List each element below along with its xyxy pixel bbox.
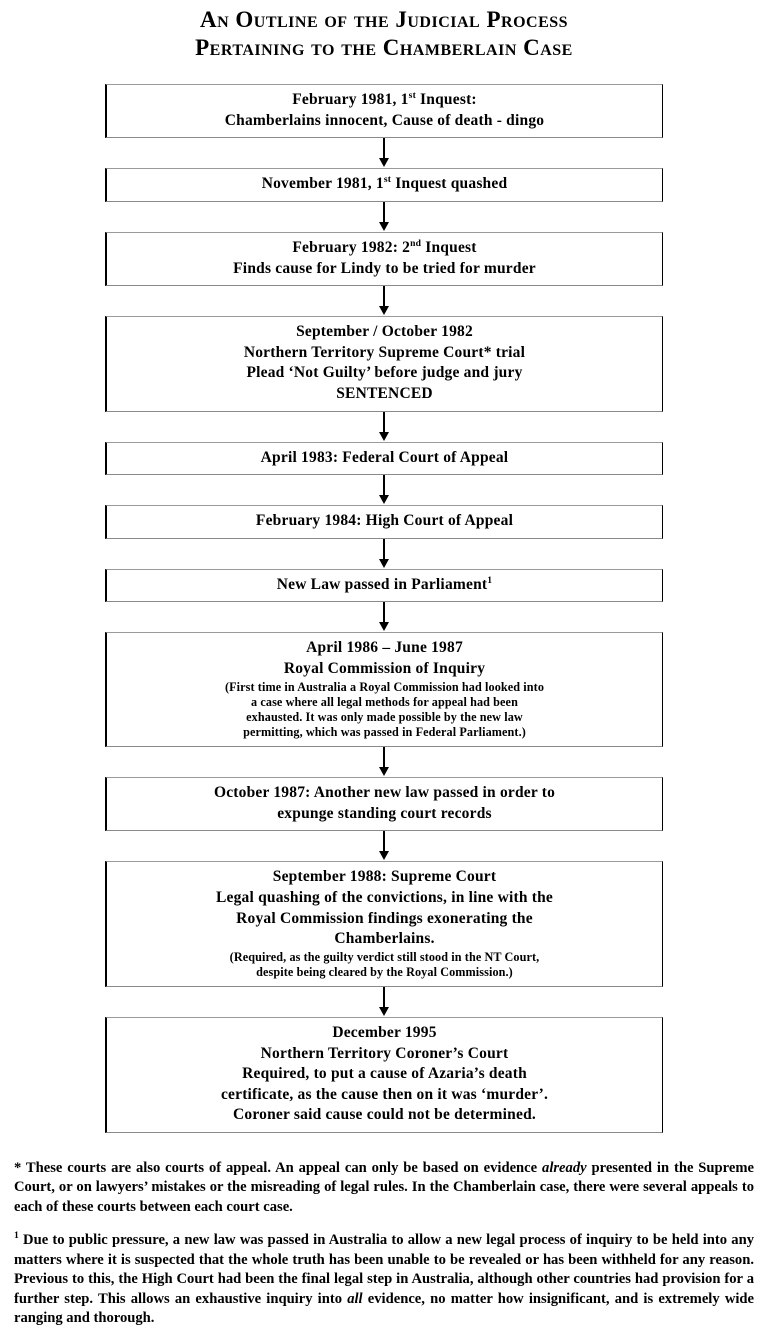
arrow-head [379,767,389,777]
flow-node-line: October 1987: Another new law passed in … [213,784,556,802]
flow-node-line: SENTENCED [336,384,433,402]
arrow-head [379,158,389,168]
flow-node-line: April 1983: Federal Court of Appeal [260,448,509,466]
flow-node-line: Chamberlains. [334,930,435,948]
flow-node-note-line: (Required, as the guilty verdict still s… [229,949,540,964]
footnote-asterisk-text-1: These courts are also courts of appeal. … [21,1160,543,1177]
footnote-asterisk-italic: already [542,1160,587,1177]
flow-node-line: September / October 1982 [296,323,473,341]
arrow-head [379,221,389,231]
flow-node-line: New Law passed in Parliament1 [276,574,493,593]
flow-arrow-down-icon [105,747,663,777]
flow-node-note-line: exhausted. It was only made possible by … [246,709,523,724]
flow-node-note-line: (First time in Australia a Royal Commiss… [224,679,545,694]
flow-arrow-down-icon [105,831,663,861]
flow-node-line: Royal Commission findings exonerating th… [236,909,533,927]
arrow-head [379,558,389,568]
flow-node-line: November 1981, 1st Inquest quashed [261,174,508,193]
footnote-one: 1 Due to public pressure, a new law was … [14,1231,754,1328]
flow-node-inquest-1: February 1981, 1st Inquest: Chamberlains … [105,84,663,139]
flow-node-line: Finds cause for Lindy to be tried for mu… [233,259,536,277]
arrow-shaft [383,602,385,625]
arrow-shaft [383,138,385,161]
page-title-line-2: Pertaining to the Chamberlain Case [195,35,573,61]
flow-arrow-down-icon [105,538,663,569]
flow-node-line: Required, to put a cause of Azaria’s dea… [242,1065,527,1083]
arrow-head [379,851,389,861]
flow-node-line: Northern Territory Supreme Court* trial [243,343,526,361]
flow-node-expunge-law: October 1987: Another new law passed in … [105,777,663,832]
flow-node-line: expunge standing court records [277,804,492,822]
arrow-head [379,495,389,505]
flow-node-line: Northern Territory Coroner’s Court [260,1044,509,1062]
flow-arrow-down-icon [105,286,663,316]
flow-node-new-law-parliament: New Law passed in Parliament1 [105,568,663,603]
flow-node-note-line: permitting, which was passed in Federal … [243,725,526,739]
flow-arrow-down-icon [105,411,663,442]
arrow-shaft [383,831,385,854]
flow-node-note-line: despite being cleared by the Royal Commi… [256,964,513,979]
footnotes: * These courts are also courts of appeal… [14,1159,754,1328]
flow-node-line: Coroner said cause could not be determin… [233,1106,536,1124]
flow-node-line: February 1981, 1st Inquest: [292,89,477,109]
arrow-head [379,622,389,632]
arrow-shaft [383,538,385,561]
flow-node-line: Royal Commission of Inquiry [283,660,486,678]
flow-node-line: certificate, as the cause then on it was… [220,1085,549,1103]
flow-arrow-down-icon [105,138,663,168]
page-title: An Outline of the Judicial Process Perta… [0,0,768,62]
arrow-head [379,1007,389,1017]
arrow-head [379,306,389,316]
flow-arrow-down-icon [105,475,663,505]
arrow-shaft [383,747,385,770]
flow-node-inquest-1-quashed: November 1981, 1st Inquest quashed [105,168,663,202]
arrow-shaft [383,286,385,309]
footnote-asterisk-marker: * [14,1160,22,1177]
footnote-asterisk: * These courts are also courts of appeal… [14,1159,754,1217]
judicial-process-flowchart: February 1981, 1st Inquest: Chamberlains … [105,84,663,1134]
flow-node-line: February 1984: High Court of Appeal [255,512,514,530]
flow-node-line: February 1982: 2nd Inquest [292,237,477,256]
flow-node-line: September 1988: Supreme Court [272,868,497,886]
flow-node-line: Chamberlains innocent, Cause of death - … [224,111,545,129]
flow-node-note-line: a case where all legal methods for appea… [251,694,518,709]
flow-arrow-down-icon [105,602,663,632]
arrow-shaft [383,201,385,224]
flow-node-line: Legal quashing of the convictions, in li… [215,888,554,906]
flow-node-high-court-appeal: February 1984: High Court of Appeal [105,505,663,539]
flow-node-line: April 1986 – June 1987 [306,639,463,657]
arrow-shaft [383,475,385,498]
arrow-head [379,431,389,441]
arrow-shaft [383,987,385,1010]
arrow-shaft [383,411,385,434]
flow-arrow-down-icon [105,987,663,1017]
flow-arrow-down-icon [105,201,663,232]
flow-node-federal-court-appeal: April 1983: Federal Court of Appeal [105,441,663,476]
footnote-one-italic: all [347,1290,363,1307]
page-title-line-1: An Outline of the Judicial Process [199,7,569,32]
flow-node-line: December 1995 [332,1024,437,1042]
flow-node-line: Plead ‘Not Guilty’ before judge and jury [246,364,523,382]
